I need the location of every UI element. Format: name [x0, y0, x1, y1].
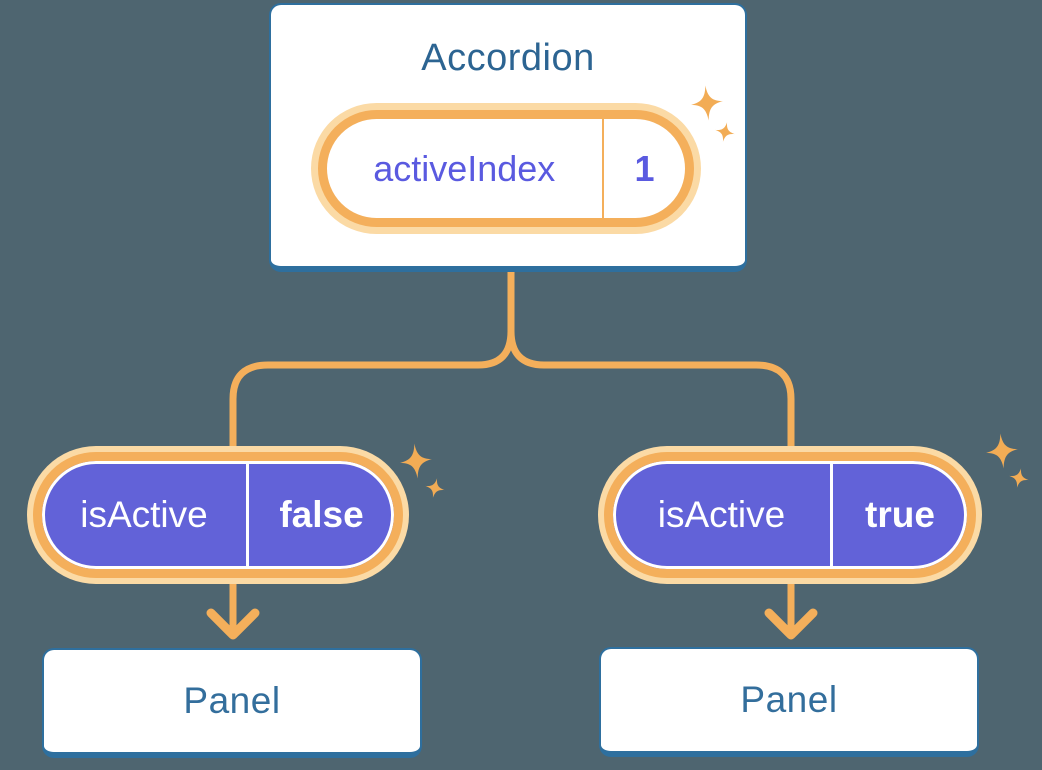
- prop-pill-name: isActive: [80, 494, 208, 535]
- panel-card-right: Panel: [599, 647, 979, 757]
- arrow-down-icon: [206, 608, 260, 640]
- prop-pill-value: false: [279, 494, 364, 535]
- prop-pill-isactive-right: isActive true: [604, 452, 976, 578]
- sparkle-icon: [398, 441, 434, 481]
- sparkle-icon: [1007, 466, 1031, 490]
- state-pill-value: 1: [634, 147, 655, 189]
- pill-divider: [601, 119, 604, 218]
- pill-divider: [830, 461, 833, 569]
- prop-pill-name: isActive: [657, 494, 786, 535]
- state-pill-activeindex: activeIndex 1: [318, 110, 694, 227]
- sparkle-icon: [423, 476, 447, 500]
- prop-pill-value: true: [865, 494, 935, 535]
- panel-card-left: Panel: [42, 648, 422, 758]
- state-pill-name: activeIndex: [373, 147, 556, 189]
- arrow-down-icon: [764, 608, 818, 640]
- accordion-title: Accordion: [421, 37, 595, 79]
- panel-title: Panel: [183, 680, 281, 721]
- prop-pill-isactive-left: isActive false: [33, 452, 403, 578]
- sparkle-icon: [984, 431, 1020, 471]
- panel-title: Panel: [740, 679, 838, 720]
